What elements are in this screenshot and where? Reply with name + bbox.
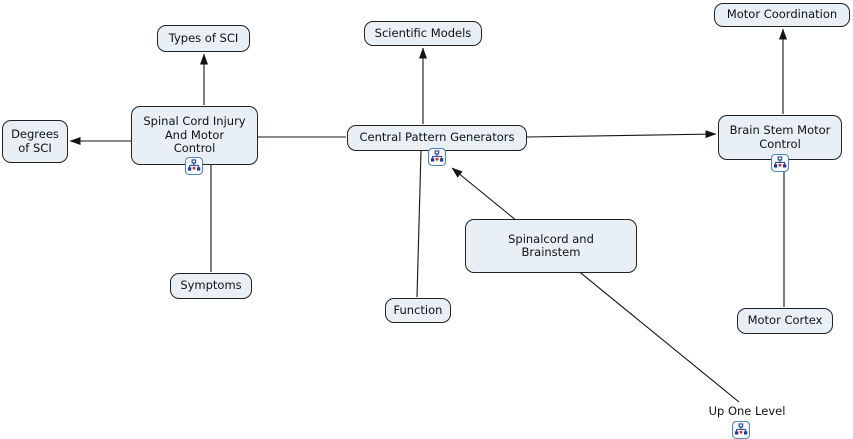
node-label: Scientific Models	[374, 25, 472, 40]
node-degrees-of-sci[interactable]: Degrees of SCI	[2, 120, 68, 163]
edge-central-pattern-generators--brain-stem-motor-control	[526, 130, 717, 139]
node-label: Spinal Cord Injury And Motor Control	[143, 114, 246, 156]
node-up-one-level[interactable]: Up One Level	[703, 404, 791, 419]
node-function[interactable]: Function	[385, 298, 451, 323]
node-scientific-models[interactable]: Scientific Models	[364, 21, 482, 46]
node-motor-coordination[interactable]: Motor Coordination	[714, 3, 850, 27]
node-brain-stem-motor-control[interactable]: Brain Stem Motor Control	[718, 115, 842, 160]
subdiagram-icon[interactable]	[185, 157, 203, 175]
subdiagram-icon[interactable]	[732, 421, 750, 439]
node-label: Symptoms	[180, 278, 242, 293]
node-label: Brain Stem Motor Control	[729, 123, 831, 151]
node-label: Degrees of SCI	[11, 127, 59, 155]
edge-central-pattern-generators--function	[416, 150, 422, 298]
node-spinal-cord-injury-and-motor-control[interactable]: Spinal Cord Injury And Motor Control	[131, 106, 258, 165]
subdiagram-icon[interactable]	[428, 148, 446, 166]
node-label: Motor Cortex	[747, 313, 823, 328]
node-label: Up One Level	[708, 403, 786, 418]
node-label: Central Pattern Generators	[359, 130, 515, 145]
edge-up-one-level--central-pattern-generators	[451, 167, 740, 403]
node-central-pattern-generators[interactable]: Central Pattern Generators	[347, 125, 527, 151]
subdiagram-icon[interactable]	[771, 154, 789, 172]
node-spinalcord-and-brainstem[interactable]: Spinalcord and Brainstem	[465, 219, 637, 273]
node-label: Function	[393, 302, 443, 317]
node-label: Types of SCI	[168, 30, 239, 45]
node-types-of-sci[interactable]: Types of SCI	[157, 25, 250, 52]
node-label: Spinalcord and Brainstem	[508, 231, 594, 259]
node-motor-cortex[interactable]: Motor Cortex	[737, 308, 833, 334]
node-symptoms[interactable]: Symptoms	[170, 273, 252, 299]
node-label: Motor Coordination	[726, 7, 838, 22]
